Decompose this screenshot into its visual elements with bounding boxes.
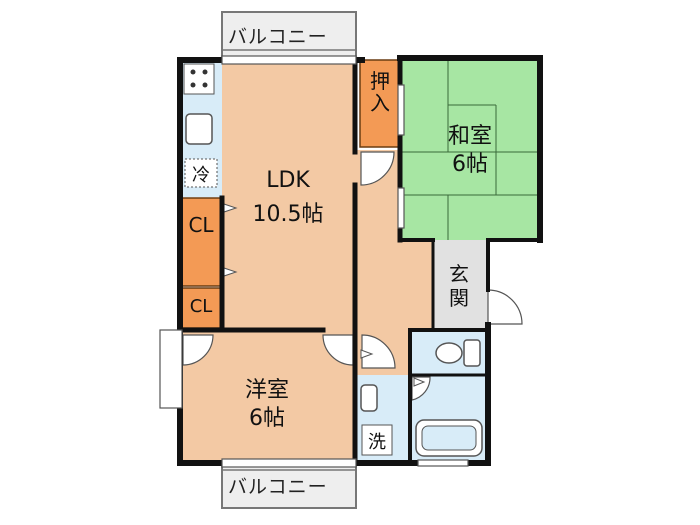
bathtub-icon: [415, 419, 483, 457]
oshiire-label: 押入: [370, 69, 390, 115]
closet-large: [179, 197, 223, 287]
sink-icon: [185, 113, 213, 145]
youshitsu-name: 洋室: [244, 378, 289, 403]
ldk-floor: [222, 60, 355, 330]
stove-icon: [183, 63, 215, 95]
balcony-top-label: バルコニー: [228, 26, 328, 48]
fridge-space: [184, 158, 218, 188]
genkan-floor: [433, 240, 488, 330]
door-swing-icon: [182, 151, 523, 401]
washitsu-name: 和室: [447, 124, 492, 149]
balcony-bottom-label: バルコニー: [228, 476, 328, 498]
balcony-top: [221, 11, 357, 59]
oshiire-closet: [359, 59, 401, 148]
washbasin-icon: [360, 384, 378, 412]
washer-space: [361, 424, 393, 456]
genkan-label: 玄関: [449, 262, 469, 310]
youshitsu-size: 6帖: [249, 406, 285, 431]
balcony-bottom: [221, 461, 357, 509]
toilet-icon: [435, 339, 481, 367]
washitsu-room: [402, 58, 540, 240]
fridge-label: 冷: [192, 165, 210, 186]
closet-large-label: CL: [188, 213, 214, 237]
closet-small-label: CL: [189, 296, 213, 317]
washitsu-size: 6帖: [452, 152, 488, 177]
ldk-name: LDK: [266, 168, 310, 193]
youshitsu-floor: [180, 330, 355, 463]
washer-label: 洗: [368, 432, 386, 453]
ldk-size: 10.5帖: [252, 202, 324, 227]
